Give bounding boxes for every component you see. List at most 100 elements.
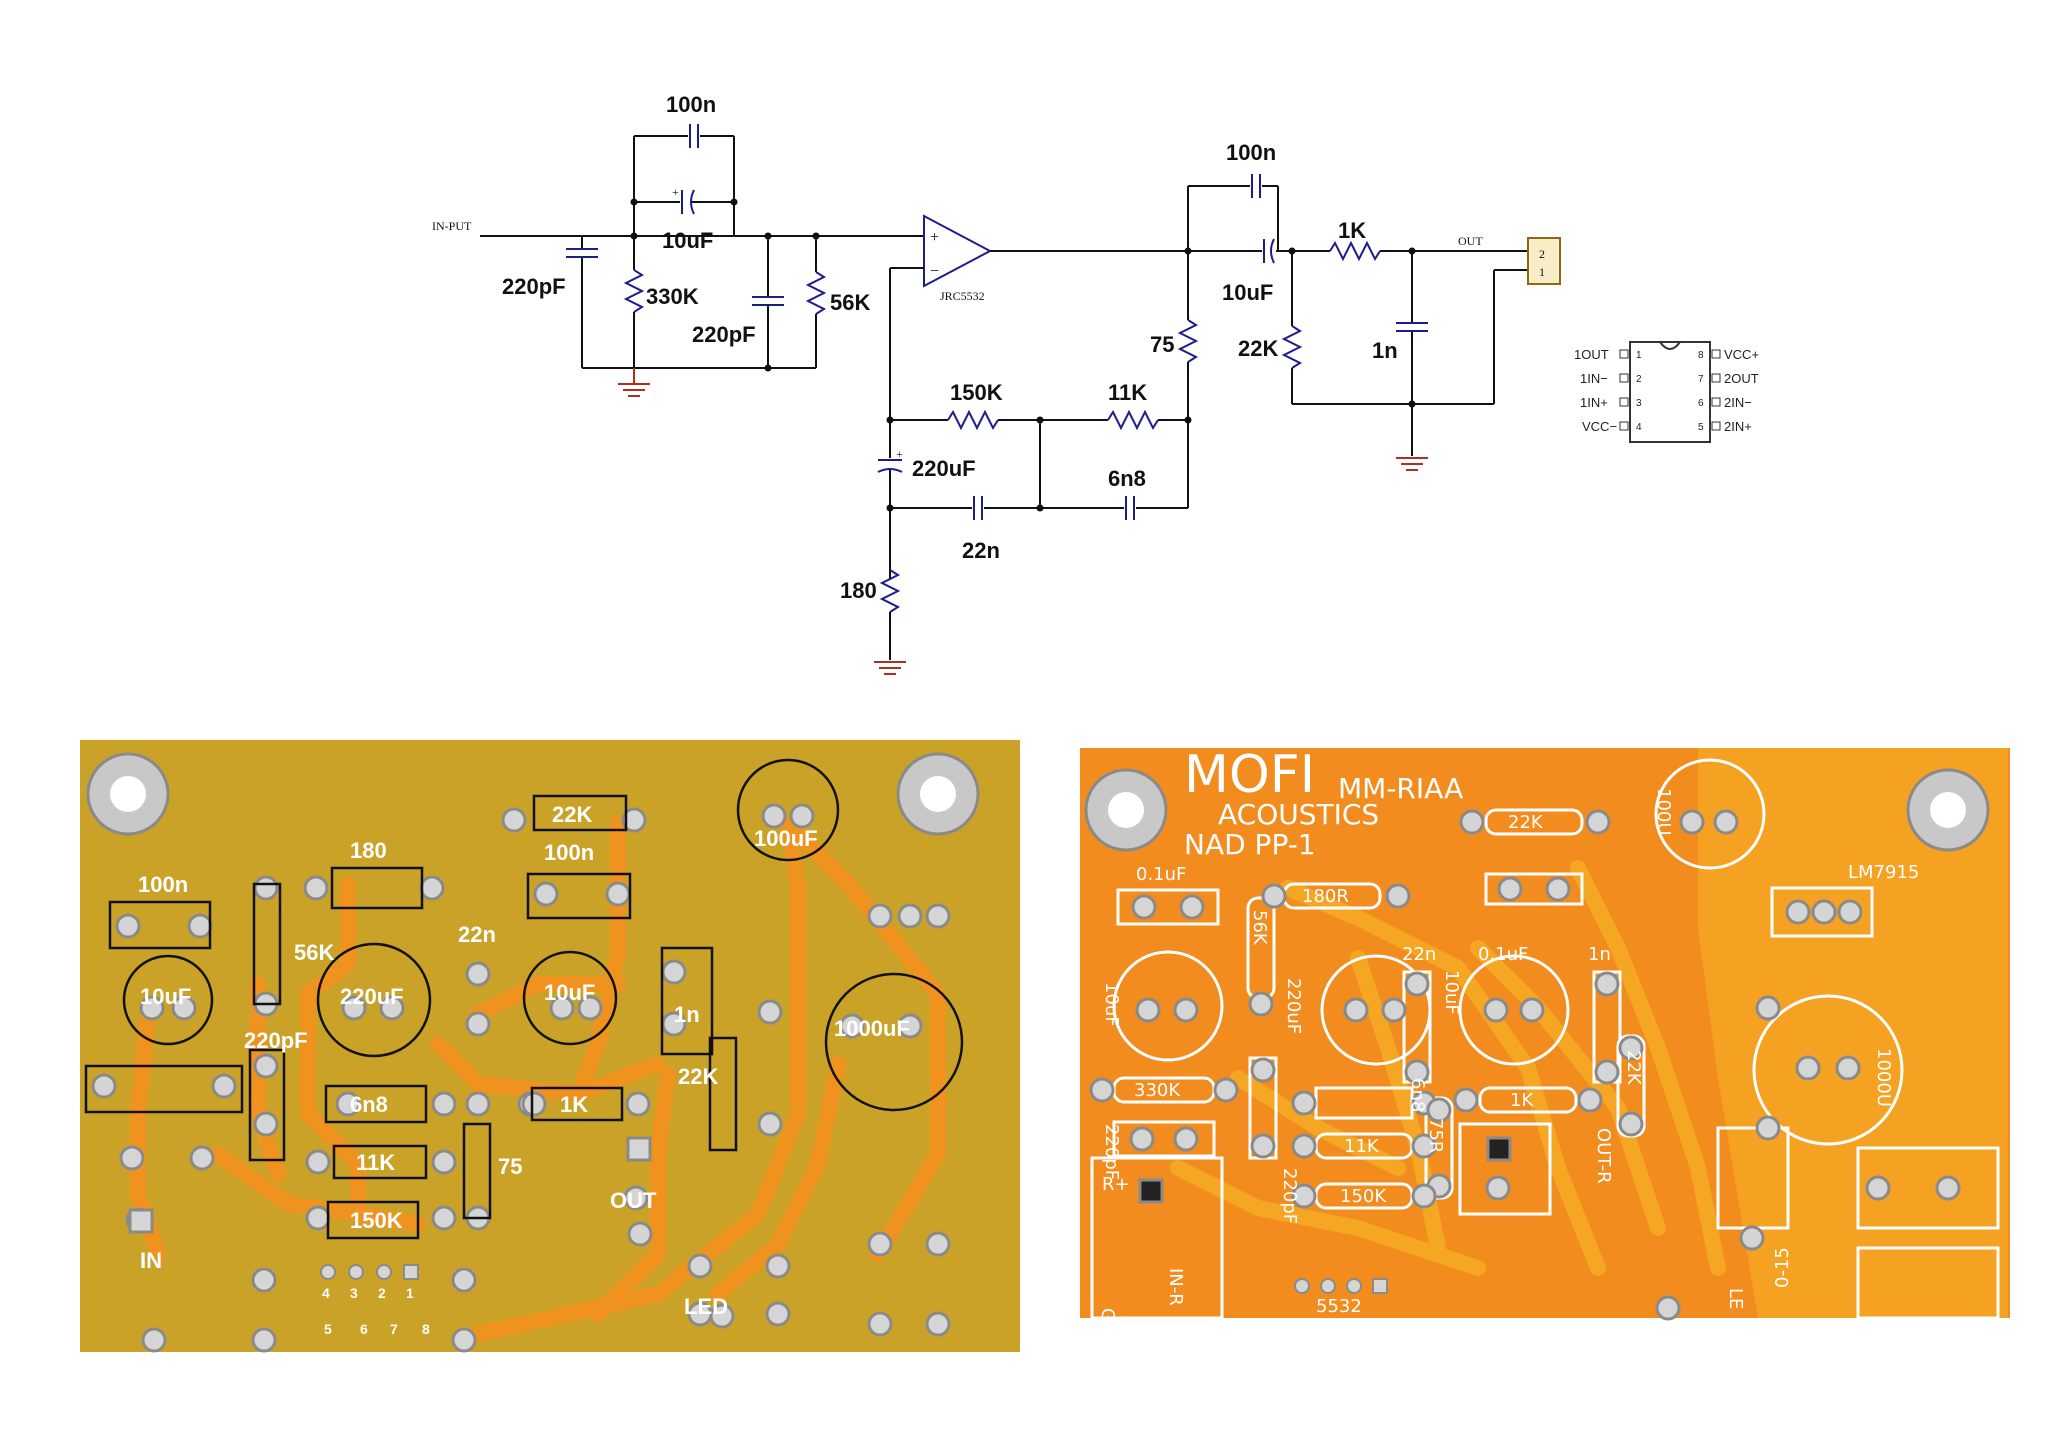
svg-text:GN: GN <box>1097 1308 1118 1328</box>
svg-text:220pF: 220pF <box>1279 1168 1300 1224</box>
svg-text:22K: 22K <box>1508 812 1544 833</box>
svg-text:1IN+: 1IN+ <box>1580 395 1608 410</box>
model-label: MM-RIAA <box>1338 772 1463 805</box>
svg-text:330K: 330K <box>1134 1080 1181 1101</box>
svg-text:11K: 11K <box>356 1150 395 1175</box>
svg-text:220pF: 220pF <box>244 1028 308 1053</box>
svg-text:75R: 75R <box>1425 1118 1446 1153</box>
svg-text:100n: 100n <box>138 872 188 897</box>
label-220uf: 220uF <box>912 456 976 481</box>
svg-text:1n: 1n <box>674 1002 700 1027</box>
svg-text:−: − <box>930 263 939 280</box>
input-label: IN-PUT <box>432 219 472 233</box>
svg-text:10uF: 10uF <box>140 984 191 1009</box>
svg-text:IN-R: IN-R <box>1165 1268 1186 1306</box>
svg-text:7: 7 <box>1698 374 1704 385</box>
svg-text:VCC+: VCC+ <box>1724 347 1759 362</box>
svg-text:4: 4 <box>1636 422 1642 433</box>
svg-text:7: 7 <box>390 1321 398 1337</box>
svg-text:6n8: 6n8 <box>350 1092 388 1117</box>
output-connector <box>1527 237 1561 285</box>
svg-text:150K: 150K <box>1340 1186 1387 1207</box>
svg-text:2: 2 <box>378 1285 386 1301</box>
svg-text:22n: 22n <box>1402 944 1436 965</box>
svg-text:8: 8 <box>1698 350 1704 361</box>
svg-text:6n8: 6n8 <box>1407 1078 1428 1112</box>
svg-text:22n: 22n <box>458 922 496 947</box>
label-180: 180 <box>840 578 877 603</box>
svg-text:1OUT: 1OUT <box>1574 347 1609 362</box>
pcb-left: 100n 180 22K 100n 100uF 56K 22n 10uF 220… <box>80 740 1020 1353</box>
svg-text:IN: IN <box>140 1248 162 1273</box>
svg-text:1000uF: 1000uF <box>834 1016 910 1041</box>
pcb-right: MOFI ACOUSTICS MM-RIAA NAD PP-1 <box>1080 748 2010 1328</box>
svg-text:2: 2 <box>1539 247 1545 261</box>
svg-text:0.1uF: 0.1uF <box>1478 944 1528 965</box>
svg-text:1n: 1n <box>1588 944 1611 965</box>
label-100n-out: 100n <box>1226 140 1276 165</box>
opamp-symbol <box>923 214 993 288</box>
pcb-left-board <box>80 740 1020 1352</box>
svg-text:1K: 1K <box>1510 1090 1534 1111</box>
svg-text:LE: LE <box>1725 1288 1746 1309</box>
svg-text:180R: 180R <box>1302 886 1349 907</box>
svg-text:LM7915: LM7915 <box>1848 862 1919 883</box>
svg-text:100uF: 100uF <box>754 826 818 851</box>
ic-pinout: 1OUT 1IN− 1IN+ VCC− 1 2 3 4 8 7 6 5 VCC+… <box>1574 341 1759 443</box>
logo-mofi: MOFI <box>1184 748 1315 805</box>
svg-text:2IN+: 2IN+ <box>1724 419 1752 434</box>
label-220pf-input: 220pF <box>502 274 566 299</box>
label-22k: 22K <box>1238 336 1278 361</box>
svg-text:+: + <box>930 229 939 246</box>
label-11k: 11K <box>1108 380 1147 405</box>
svg-text:220uF: 220uF <box>340 984 404 1009</box>
svg-text:OUT: OUT <box>610 1188 657 1213</box>
label-100n-top: 100n <box>666 92 716 117</box>
svg-text:0.1uF: 0.1uF <box>1136 864 1186 885</box>
svg-text:75: 75 <box>498 1154 522 1179</box>
svg-text:5: 5 <box>1698 422 1704 433</box>
svg-text:OUT-R: OUT-R <box>1593 1128 1614 1184</box>
svg-text:180: 180 <box>350 838 387 863</box>
logo-acoustics: ACOUSTICS <box>1218 798 1379 831</box>
svg-text:22K: 22K <box>552 802 592 827</box>
svg-text:100U: 100U <box>1653 788 1674 836</box>
svg-text:1: 1 <box>1636 350 1642 361</box>
label-22n: 22n <box>962 538 1000 563</box>
svg-text:R+: R+ <box>1102 1174 1130 1195</box>
svg-text:150K: 150K <box>350 1208 403 1233</box>
svg-text:+: + <box>896 447 903 461</box>
svg-text:5: 5 <box>324 1321 332 1337</box>
svg-text:VCC−: VCC− <box>1582 419 1617 434</box>
svg-text:2OUT: 2OUT <box>1724 371 1759 386</box>
svg-text:1IN−: 1IN− <box>1580 371 1608 386</box>
svg-text:1: 1 <box>1539 265 1545 279</box>
opamp-label: JRC5532 <box>940 289 985 303</box>
svg-text:LED: LED <box>684 1294 728 1319</box>
svg-text:6: 6 <box>1698 398 1704 409</box>
svg-text:3: 3 <box>350 1285 358 1301</box>
svg-text:3: 3 <box>1636 398 1642 409</box>
label-330k: 330K <box>646 284 699 309</box>
label-150k: 150K <box>950 380 1003 405</box>
subtitle-label: NAD PP-1 <box>1184 828 1316 861</box>
label-10uf-output: 10uF <box>1222 280 1273 305</box>
svg-text:220uF: 220uF <box>1283 978 1304 1034</box>
svg-text:2IN−: 2IN− <box>1724 395 1752 410</box>
svg-text:11K: 11K <box>1344 1136 1380 1157</box>
svg-text:1000U: 1000U <box>1873 1048 1894 1107</box>
label-6n8: 6n8 <box>1108 466 1146 491</box>
svg-text:56K: 56K <box>294 940 334 965</box>
svg-text:22K: 22K <box>1623 1050 1644 1086</box>
label-56k: 56K <box>830 290 870 315</box>
svg-text:10uF: 10uF <box>544 980 595 1005</box>
label-10uf-input: 10uF <box>662 228 713 253</box>
svg-text:0-15: 0-15 <box>1772 1247 1793 1288</box>
label-1k: 1K <box>1338 218 1366 243</box>
svg-text:10uF: 10uF <box>1441 970 1462 1015</box>
svg-text:6: 6 <box>360 1321 368 1337</box>
svg-text:100n: 100n <box>544 840 594 865</box>
svg-text:4: 4 <box>322 1285 330 1301</box>
svg-text:1: 1 <box>406 1285 414 1301</box>
svg-text:22K: 22K <box>678 1064 718 1089</box>
